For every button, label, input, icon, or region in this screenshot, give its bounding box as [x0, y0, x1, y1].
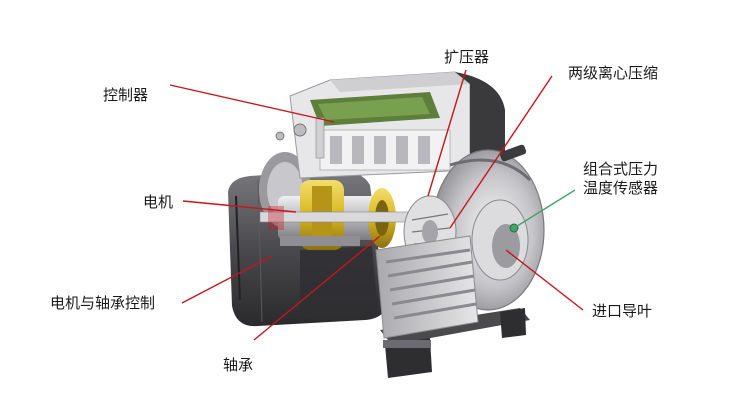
leader-inlet-guide-vane — [505, 249, 584, 311]
label-motor: 电机 — [143, 193, 174, 211]
label-motor-bearing-control: 电机与轴承控制 — [50, 294, 156, 312]
leader-motor — [182, 200, 297, 213]
leader-sensor — [513, 189, 576, 229]
leader-motor-bearing-control — [181, 255, 273, 304]
controller-box — [275, 71, 505, 179]
label-combined-sensor-line2: 温度传感器 — [583, 178, 659, 197]
base-frame — [238, 288, 530, 378]
label-combined-sensor: 组合式压力 温度传感器 — [583, 160, 658, 198]
leader-bearing — [253, 235, 381, 341]
label-two-stage-centrifugal: 两级离心压缩 — [568, 64, 659, 82]
label-controller: 控制器 — [103, 86, 149, 104]
leader-lines — [169, 69, 584, 341]
leader-controller — [169, 84, 335, 123]
leader-diffuser — [427, 69, 467, 197]
leader-two-stage — [449, 75, 553, 229]
motor-internals — [259, 180, 421, 250]
label-bearing: 轴承 — [223, 356, 254, 374]
cooling-fins — [375, 235, 479, 339]
label-diffuser: 扩压器 — [444, 48, 490, 66]
label-inlet-guide-vane: 进口导叶 — [592, 302, 653, 320]
label-combined-sensor-line1: 组合式压力 — [583, 160, 659, 178]
